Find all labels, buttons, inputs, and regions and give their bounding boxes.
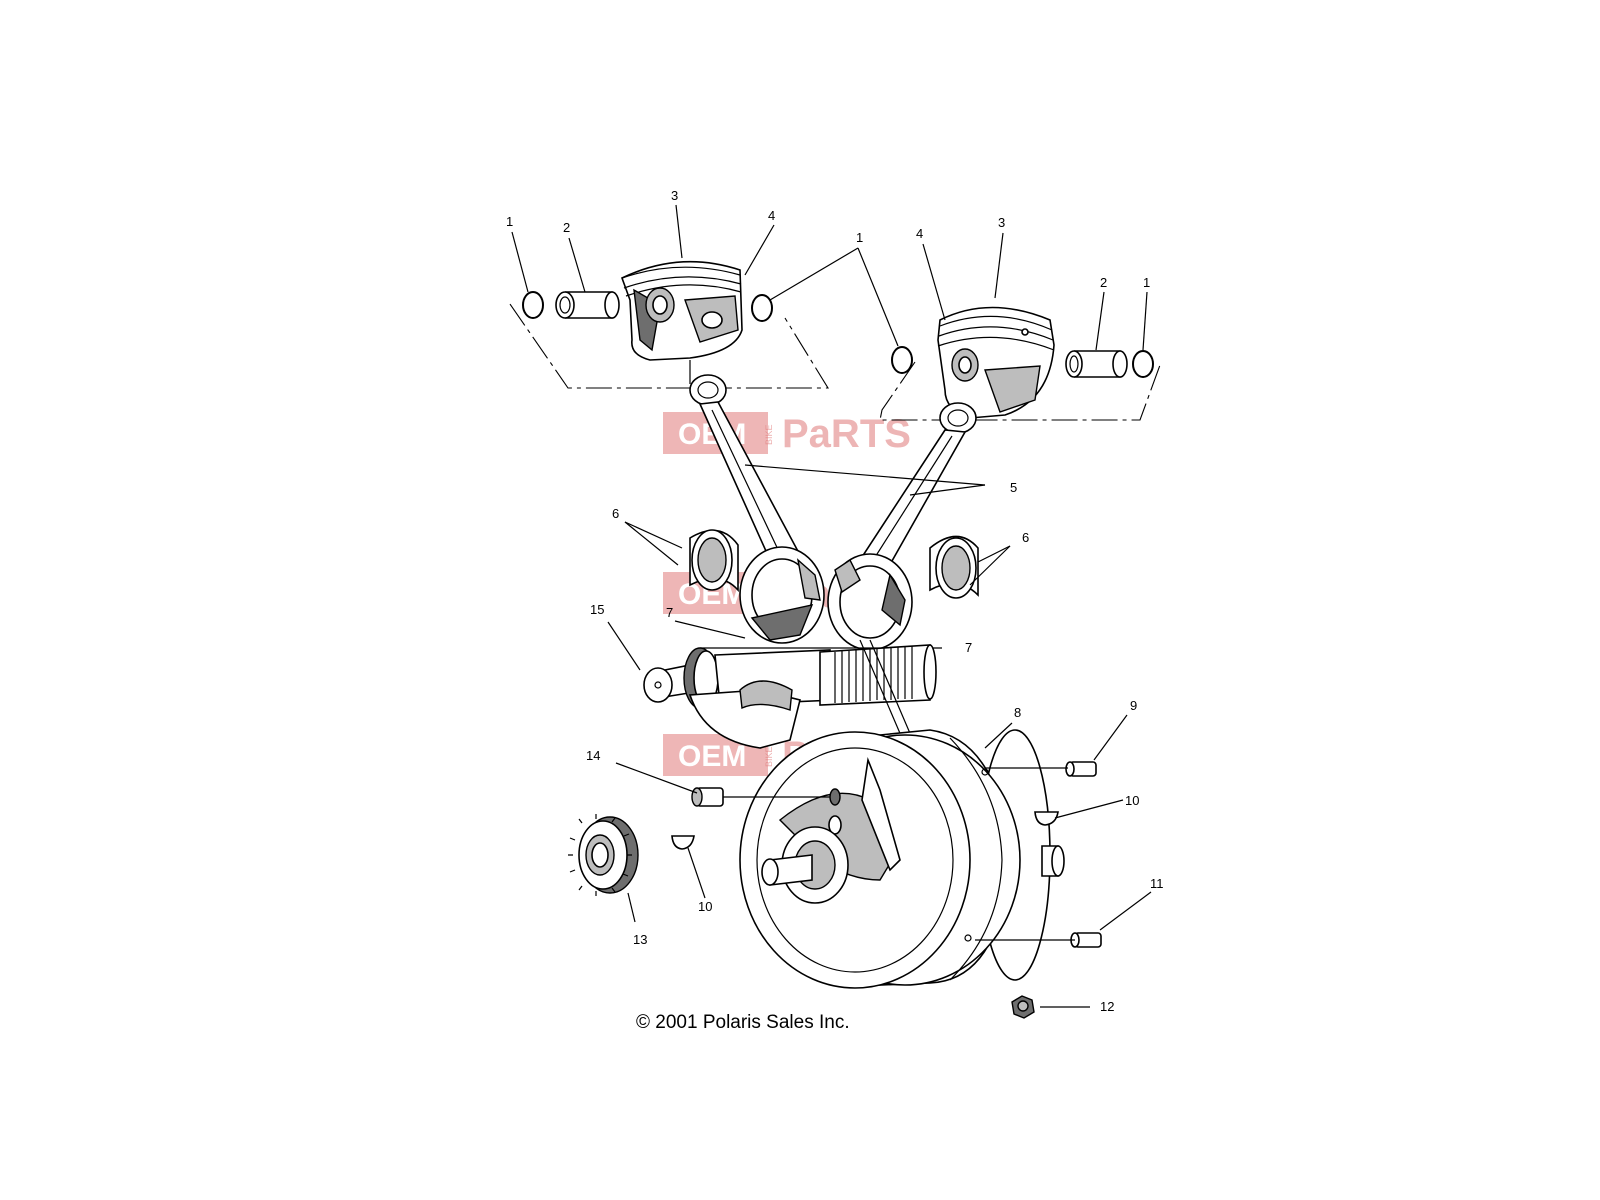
svg-text:BIKE: BIKE: [764, 424, 774, 445]
callout-2-right: 2: [1100, 275, 1107, 290]
piston-ring-left-inner-icon: [751, 294, 773, 322]
callout-10-left: 10: [698, 899, 712, 914]
copyright-text: © 2001 Polaris Sales Inc.: [636, 1012, 850, 1033]
callout-10-right: 10: [1125, 793, 1139, 808]
piston-left-icon: [621, 260, 743, 361]
callout-6-right: 6: [1022, 530, 1029, 545]
svg-text:PaRTS: PaRTS: [782, 412, 911, 456]
callout-7-left: 7: [666, 605, 673, 620]
flywheel-icon: [739, 729, 1065, 989]
callout-3-right: 3: [998, 215, 1005, 230]
piston-ring-right-inner-icon: [891, 346, 913, 374]
piston-right-icon: [937, 306, 1055, 419]
connecting-rod-left-icon: [689, 374, 825, 644]
callout-11: 11: [1150, 876, 1164, 891]
connecting-rod-leader-lines: [744, 464, 986, 496]
wrist-pin-right-icon: [1065, 350, 1128, 378]
callout-4-right: 4: [916, 226, 923, 241]
callout-14: 14: [586, 748, 600, 763]
woodruff-key-10-right-icon: [1034, 811, 1059, 826]
callout-1-left: 1: [506, 214, 513, 229]
connecting-rod-right-icon: [827, 402, 977, 651]
bearing-shell-right-icon: [929, 535, 979, 599]
callout-9: 9: [1130, 698, 1137, 713]
cam-sprocket-13-icon: [568, 814, 639, 896]
callout-6-left: 6: [612, 506, 619, 521]
leader-lines: [511, 204, 1152, 1008]
callout-4-left: 4: [768, 208, 775, 223]
callout-labels: 1 2 3 4 1 3 4 2 1 5 6 6 7 7 15 8 9 10 10…: [506, 188, 1164, 1014]
callout-2-left: 2: [563, 220, 570, 235]
dowel-pin-11-icon: [1070, 932, 1102, 948]
nut-12-icon: [1011, 995, 1035, 1019]
piston-ring-right-outer-icon: [1132, 350, 1154, 378]
svg-text:BIKE: BIKE: [764, 746, 774, 767]
woodruff-key-10-left-icon: [671, 835, 695, 850]
dowel-pin-9-icon: [1065, 761, 1097, 777]
callout-1-center: 1: [856, 230, 863, 245]
bushing-14-icon: [691, 787, 841, 807]
bearing-leader-lines: [624, 521, 1011, 586]
crankshaft-icon: [643, 639, 937, 749]
wrist-pin-left-icon: [555, 291, 620, 319]
callout-1-right: 1: [1143, 275, 1150, 290]
callout-15: 15: [590, 602, 604, 617]
bearing-shell-left-icon: [689, 529, 739, 593]
callout-7-right: 7: [965, 640, 972, 655]
callout-5: 5: [1010, 480, 1017, 495]
callout-3-left: 3: [671, 188, 678, 203]
callout-13: 13: [633, 932, 647, 947]
watermark-top: OEM BIKE PaRTS: [663, 412, 911, 456]
callout-8: 8: [1014, 705, 1021, 720]
piston-ring-left-outer-icon: [522, 291, 544, 319]
svg-text:OEM: OEM: [678, 740, 746, 773]
callout-12: 12: [1100, 999, 1114, 1014]
